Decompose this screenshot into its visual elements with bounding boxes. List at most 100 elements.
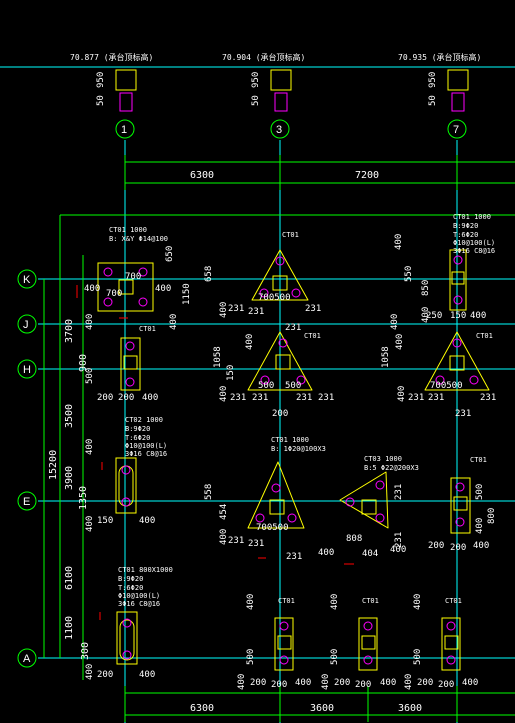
svg-text:400: 400	[85, 314, 95, 330]
svg-text:400: 400	[84, 284, 100, 294]
svg-text:CT01 1000: CT01 1000	[271, 436, 309, 444]
svg-text:200: 200	[250, 678, 266, 688]
svg-text:6100: 6100	[64, 566, 75, 590]
svg-text:500: 500	[246, 649, 256, 665]
svg-text:850: 850	[421, 280, 431, 296]
svg-text:7: 7	[453, 124, 459, 136]
svg-text:400: 400	[155, 284, 171, 294]
svg-text:231: 231	[230, 393, 246, 403]
svg-text:400: 400	[237, 674, 247, 690]
svg-text:Φ10@100(L): Φ10@100(L)	[118, 592, 160, 600]
svg-text:400: 400	[169, 314, 179, 330]
pile-cap-rect-a7: CT01 400 500 400 200 200 400	[404, 594, 478, 690]
svg-text:400: 400	[390, 545, 406, 555]
svg-text:70.904 (承台顶标高): 70.904 (承台顶标高)	[222, 52, 305, 62]
svg-text:B:9Φ20: B:9Φ20	[453, 222, 478, 230]
svg-text:231: 231	[228, 536, 244, 546]
svg-text:B:9Φ20: B:9Φ20	[118, 575, 143, 583]
svg-text:650: 650	[165, 246, 175, 262]
svg-text:700: 700	[106, 289, 122, 299]
svg-text:231: 231	[305, 304, 321, 314]
svg-text:231: 231	[455, 409, 471, 419]
pile-cap-tri-k3: CT01 658 400 231 231 700500 231	[204, 231, 321, 318]
pile-cap-rect-a5: CT01 400 500 400 200 200 400	[321, 594, 396, 690]
svg-text:658: 658	[204, 266, 214, 282]
svg-text:400: 400	[139, 670, 155, 680]
pile-cap-rect-a3: CT01 400 500 400 200 200 400	[237, 594, 311, 690]
svg-text:400: 400	[245, 334, 255, 350]
svg-text:3Φ16 C8@16: 3Φ16 C8@16	[453, 247, 495, 255]
svg-text:T:6Φ20: T:6Φ20	[118, 584, 143, 592]
svg-text:200: 200	[450, 543, 466, 553]
svg-text:231: 231	[394, 484, 404, 500]
svg-text:3900: 3900	[64, 466, 75, 490]
svg-text:800: 800	[487, 508, 497, 524]
svg-text:400: 400	[219, 386, 229, 402]
svg-text:T:6Φ20: T:6Φ20	[125, 434, 150, 442]
pile-cap-rect-e7: CT01 500 800 400 200 200 400	[428, 456, 497, 553]
svg-text:CT01: CT01	[362, 597, 379, 605]
svg-text:3600: 3600	[310, 703, 334, 714]
svg-text:200: 200	[417, 678, 433, 688]
svg-text:3: 3	[276, 124, 282, 136]
svg-text:CT01: CT01	[278, 597, 295, 605]
svg-text:50: 50	[428, 95, 438, 106]
svg-text:CT01 800X1000: CT01 800X1000	[118, 566, 173, 574]
svg-text:200: 200	[272, 409, 288, 419]
axis-bubble-1	[115, 119, 135, 139]
svg-text:500: 500	[413, 649, 423, 665]
dimension-text-bottom: 6300 3600 3600	[190, 703, 422, 714]
svg-text:200: 200	[355, 680, 371, 690]
svg-text:400: 400	[413, 594, 423, 610]
svg-text:700500: 700500	[256, 523, 289, 533]
svg-text:231: 231	[296, 393, 312, 403]
svg-text:1: 1	[121, 124, 127, 136]
svg-text:6300: 6300	[190, 170, 214, 181]
axis-bubble-3	[270, 119, 290, 139]
svg-text:CT01: CT01	[282, 231, 299, 239]
svg-text:400: 400	[462, 678, 478, 688]
svg-text:500: 500	[85, 368, 95, 384]
svg-text:CT01 1000: CT01 1000	[109, 226, 147, 234]
svg-text:400: 400	[330, 594, 340, 610]
svg-text:400: 400	[219, 302, 229, 318]
svg-text:50: 50	[251, 95, 261, 106]
svg-text:400: 400	[246, 594, 256, 610]
svg-text:J: J	[23, 319, 29, 331]
top-column-3: 70.904 (承台顶标高) 50 950	[222, 52, 305, 112]
axis-bubble-J	[17, 314, 37, 334]
pile-cap-k: CT01 1000 B: X&Y Φ14@100 700 700 400 400…	[84, 226, 192, 330]
pile-cap-rect-j1: CT01 400 500 200 200 400	[85, 314, 158, 403]
pile-cap-tri-h7: CT01 1058 400 700500 400 231 231 231 231	[381, 331, 496, 419]
svg-text:150: 150	[97, 516, 113, 526]
svg-text:CT02 1000: CT02 1000	[125, 416, 163, 424]
svg-text:CT03 1000: CT03 1000	[364, 455, 402, 463]
svg-text:200: 200	[97, 670, 113, 680]
svg-text:3700: 3700	[64, 319, 75, 343]
svg-text:808: 808	[346, 534, 362, 544]
svg-text:550: 550	[404, 266, 414, 282]
axis-bubbles	[17, 119, 467, 668]
svg-text:200: 200	[438, 680, 454, 690]
svg-text:200: 200	[271, 680, 287, 690]
svg-text:250: 250	[426, 311, 442, 321]
svg-text:700500: 700500	[258, 293, 291, 303]
svg-text:400: 400	[404, 674, 414, 690]
svg-text:400: 400	[421, 307, 431, 323]
svg-text:CT01: CT01	[476, 332, 493, 340]
svg-text:400: 400	[380, 678, 396, 688]
pile-cap-tri-e3: CT01 1000 B: 1Φ20@100X3 558 454 400 7005…	[204, 436, 334, 562]
svg-text:400: 400	[85, 439, 95, 455]
svg-text:900: 900	[78, 354, 89, 372]
svg-text:558: 558	[204, 484, 214, 500]
svg-text:H: H	[23, 364, 31, 376]
svg-text:400: 400	[85, 516, 95, 532]
svg-text:400: 400	[295, 678, 311, 688]
svg-text:400: 400	[473, 541, 489, 551]
svg-text:950: 950	[251, 72, 261, 88]
svg-text:70.935 (承台顶标高): 70.935 (承台顶标高)	[398, 52, 481, 62]
svg-text:400: 400	[397, 386, 407, 402]
svg-text:K: K	[23, 274, 31, 286]
dimension-text-left: 15200 3700 3500 3900 6100 1100 900 1350 …	[48, 319, 91, 660]
